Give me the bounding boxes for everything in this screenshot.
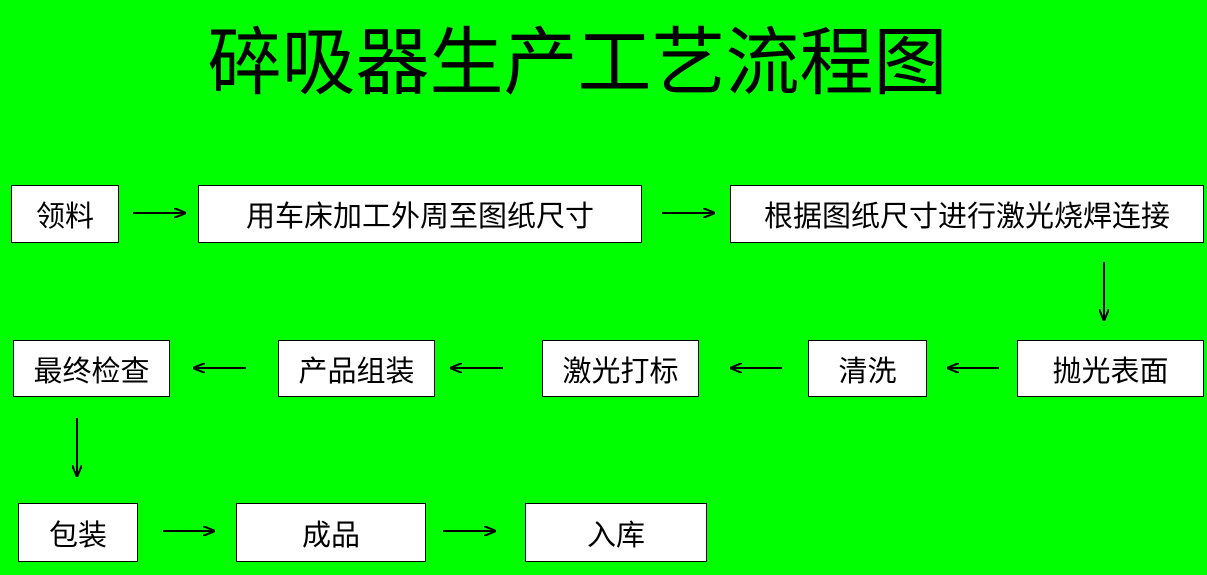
step-warehousing: 入库 [525, 503, 707, 562]
step-lathe-machining: 用车床加工外周至图纸尺寸 [198, 185, 642, 243]
step-laser-welding: 根据图纸尺寸进行激光烧焊连接 [730, 185, 1204, 243]
diagram-title: 碎吸器生产工艺流程图 [207, 20, 948, 106]
step-polish-surface: 抛光表面 [1017, 340, 1204, 397]
step-packaging: 包装 [18, 503, 138, 562]
step-collect-materials: 领料 [11, 185, 119, 243]
step-laser-marking: 激光打标 [542, 340, 699, 397]
step-finished-product: 成品 [236, 503, 426, 562]
step-assembly: 产品组装 [278, 340, 435, 397]
step-clean: 清洗 [808, 340, 927, 397]
step-final-inspection: 最终检查 [13, 340, 170, 397]
